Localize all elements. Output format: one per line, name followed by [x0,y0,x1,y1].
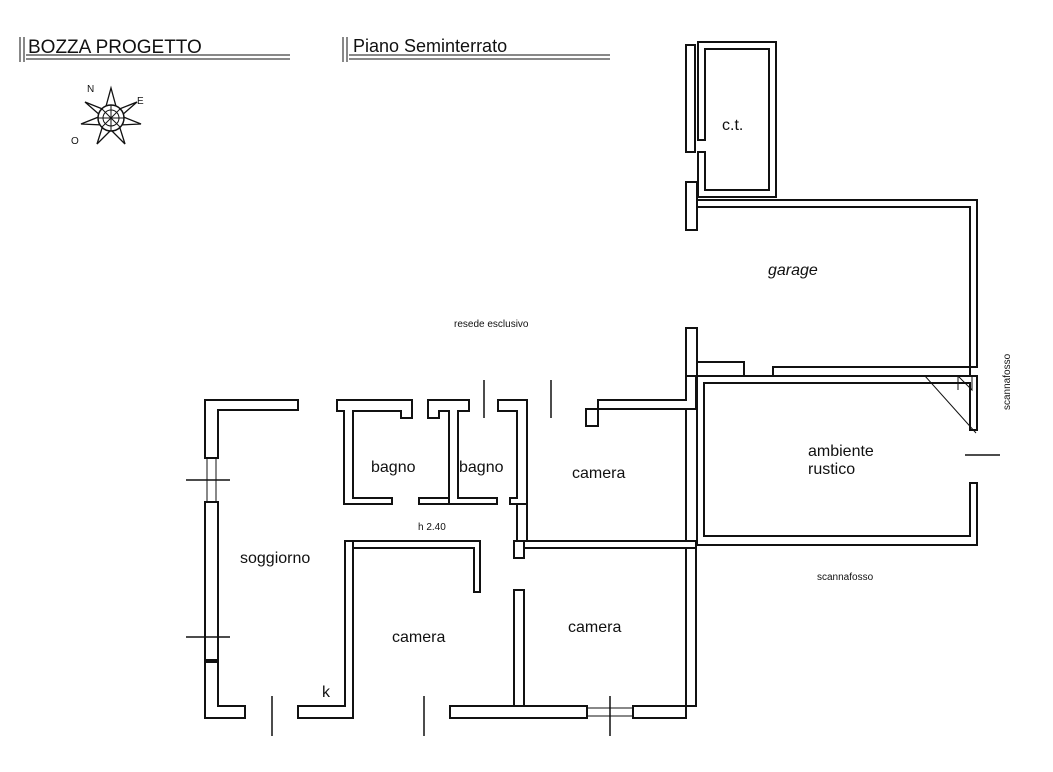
ct-wall [685,44,696,153]
room-label-garage: garage [768,262,818,279]
room-label-bagno-1: bagno [371,459,416,476]
room-label-bagno-2: bagno [459,459,504,476]
scannafosso-bottom-label: scannafosso [817,572,874,583]
room-label-soggiorno: soggiorno [240,550,310,567]
resede-label: resede esclusivo [454,319,529,330]
room-label-ct: c.t. [722,117,743,134]
scannafosso-right-label: scannafosso [1002,353,1013,410]
tick-marks [186,380,1000,736]
height-label: h 2.40 [418,522,446,533]
room-label-camera-bottom-left: camera [392,629,445,646]
compass-east-letter: E [137,96,144,107]
room-label-ambiente: ambiente [808,443,874,460]
floor-level-title: Piano Seminterrato [353,36,507,56]
room-label-rustico: rustico [808,461,855,478]
bagno-walls [336,399,413,505]
title-block: BOZZA PROGETTO Piano Seminterrato [19,36,610,62]
ambiente-rustico-wall [696,375,978,546]
compass-rose-icon: N E O [71,84,144,147]
room-label-camera-bottom-right: camera [568,619,621,636]
compass-west-letter: O [71,136,79,147]
room-labels: c.t. garage ambiente rustico bagno bagno… [240,117,1013,701]
house-perimeter-wall [204,399,299,459]
project-title: BOZZA PROGETTO [28,37,202,58]
walls [204,41,978,719]
compass-north-letter: N [87,84,94,95]
garage-wall [696,199,978,377]
kitchen-mark: k [322,684,331,701]
room-label-camera-top: camera [572,465,625,482]
